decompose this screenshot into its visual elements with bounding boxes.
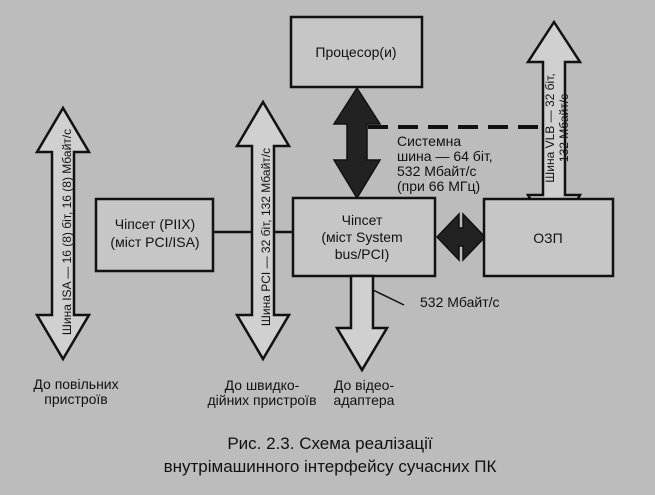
pci-bus-arrow (234, 99, 292, 362)
system-bus-arrow (332, 86, 382, 200)
system-bus-label-3: 532 Мбайт/с (397, 163, 477, 179)
dest-slow-label-2: пристроїв (44, 391, 108, 407)
ram-box (482, 197, 615, 278)
video-bus-arrow (334, 274, 390, 373)
dest-fast-label-1: До швидко- (225, 377, 300, 393)
figure-caption-line-2: внутрімашинного інтерфейсу сучасних ПК (164, 457, 497, 476)
chipset-system-label-3: bus/PCI) (335, 246, 389, 262)
chipset-system-label-2: (міст System (321, 229, 402, 245)
vlb-bus-label-1: Шина VLB — 32 біт, (543, 73, 557, 182)
vlb-bus-label-2: 132 Мбайт/с (557, 94, 571, 162)
dest-slow-label-1: До повільних (33, 376, 118, 392)
chipset-piix-box (94, 197, 215, 273)
video-rate-leader (372, 289, 405, 306)
pci-bus-label: Шина PCI — 32 біт, 132 Мбайт/с (259, 148, 273, 326)
system-bus-label-1: Системна (397, 133, 461, 149)
system-bus-label-4: (при 66 МГц) (397, 178, 480, 194)
isa-bus-label: Шина ISA — 16 (8) біт, 16 (8) Мбайт/с (60, 129, 74, 335)
isa-bus-arrow (34, 105, 92, 362)
memory-bus-arrow (435, 212, 487, 262)
ram-label: ОЗП (533, 230, 562, 246)
processor-label: Процесор(и) (315, 44, 396, 60)
chipset-piix-label-2: (міст PCI/ISA) (110, 234, 199, 250)
dest-video-label-1: До відео- (334, 377, 395, 393)
dest-video-label-2: адаптера (334, 392, 395, 408)
chipset-system-box (291, 196, 437, 278)
chipset-piix-label-1: Чіпсет (PIIX) (115, 216, 195, 232)
figure-caption-line-1: Рис. 2.3. Схема реалізації (227, 434, 433, 453)
processor-box (289, 15, 424, 89)
system-bus-label-2: шина — 64 біт, (397, 148, 493, 164)
chipset-system-label-1: Чіпсет (342, 212, 383, 228)
video-rate-label: 532 Мбайт/с (420, 294, 500, 310)
dest-fast-label-2: дійних пристроїв (207, 392, 316, 408)
